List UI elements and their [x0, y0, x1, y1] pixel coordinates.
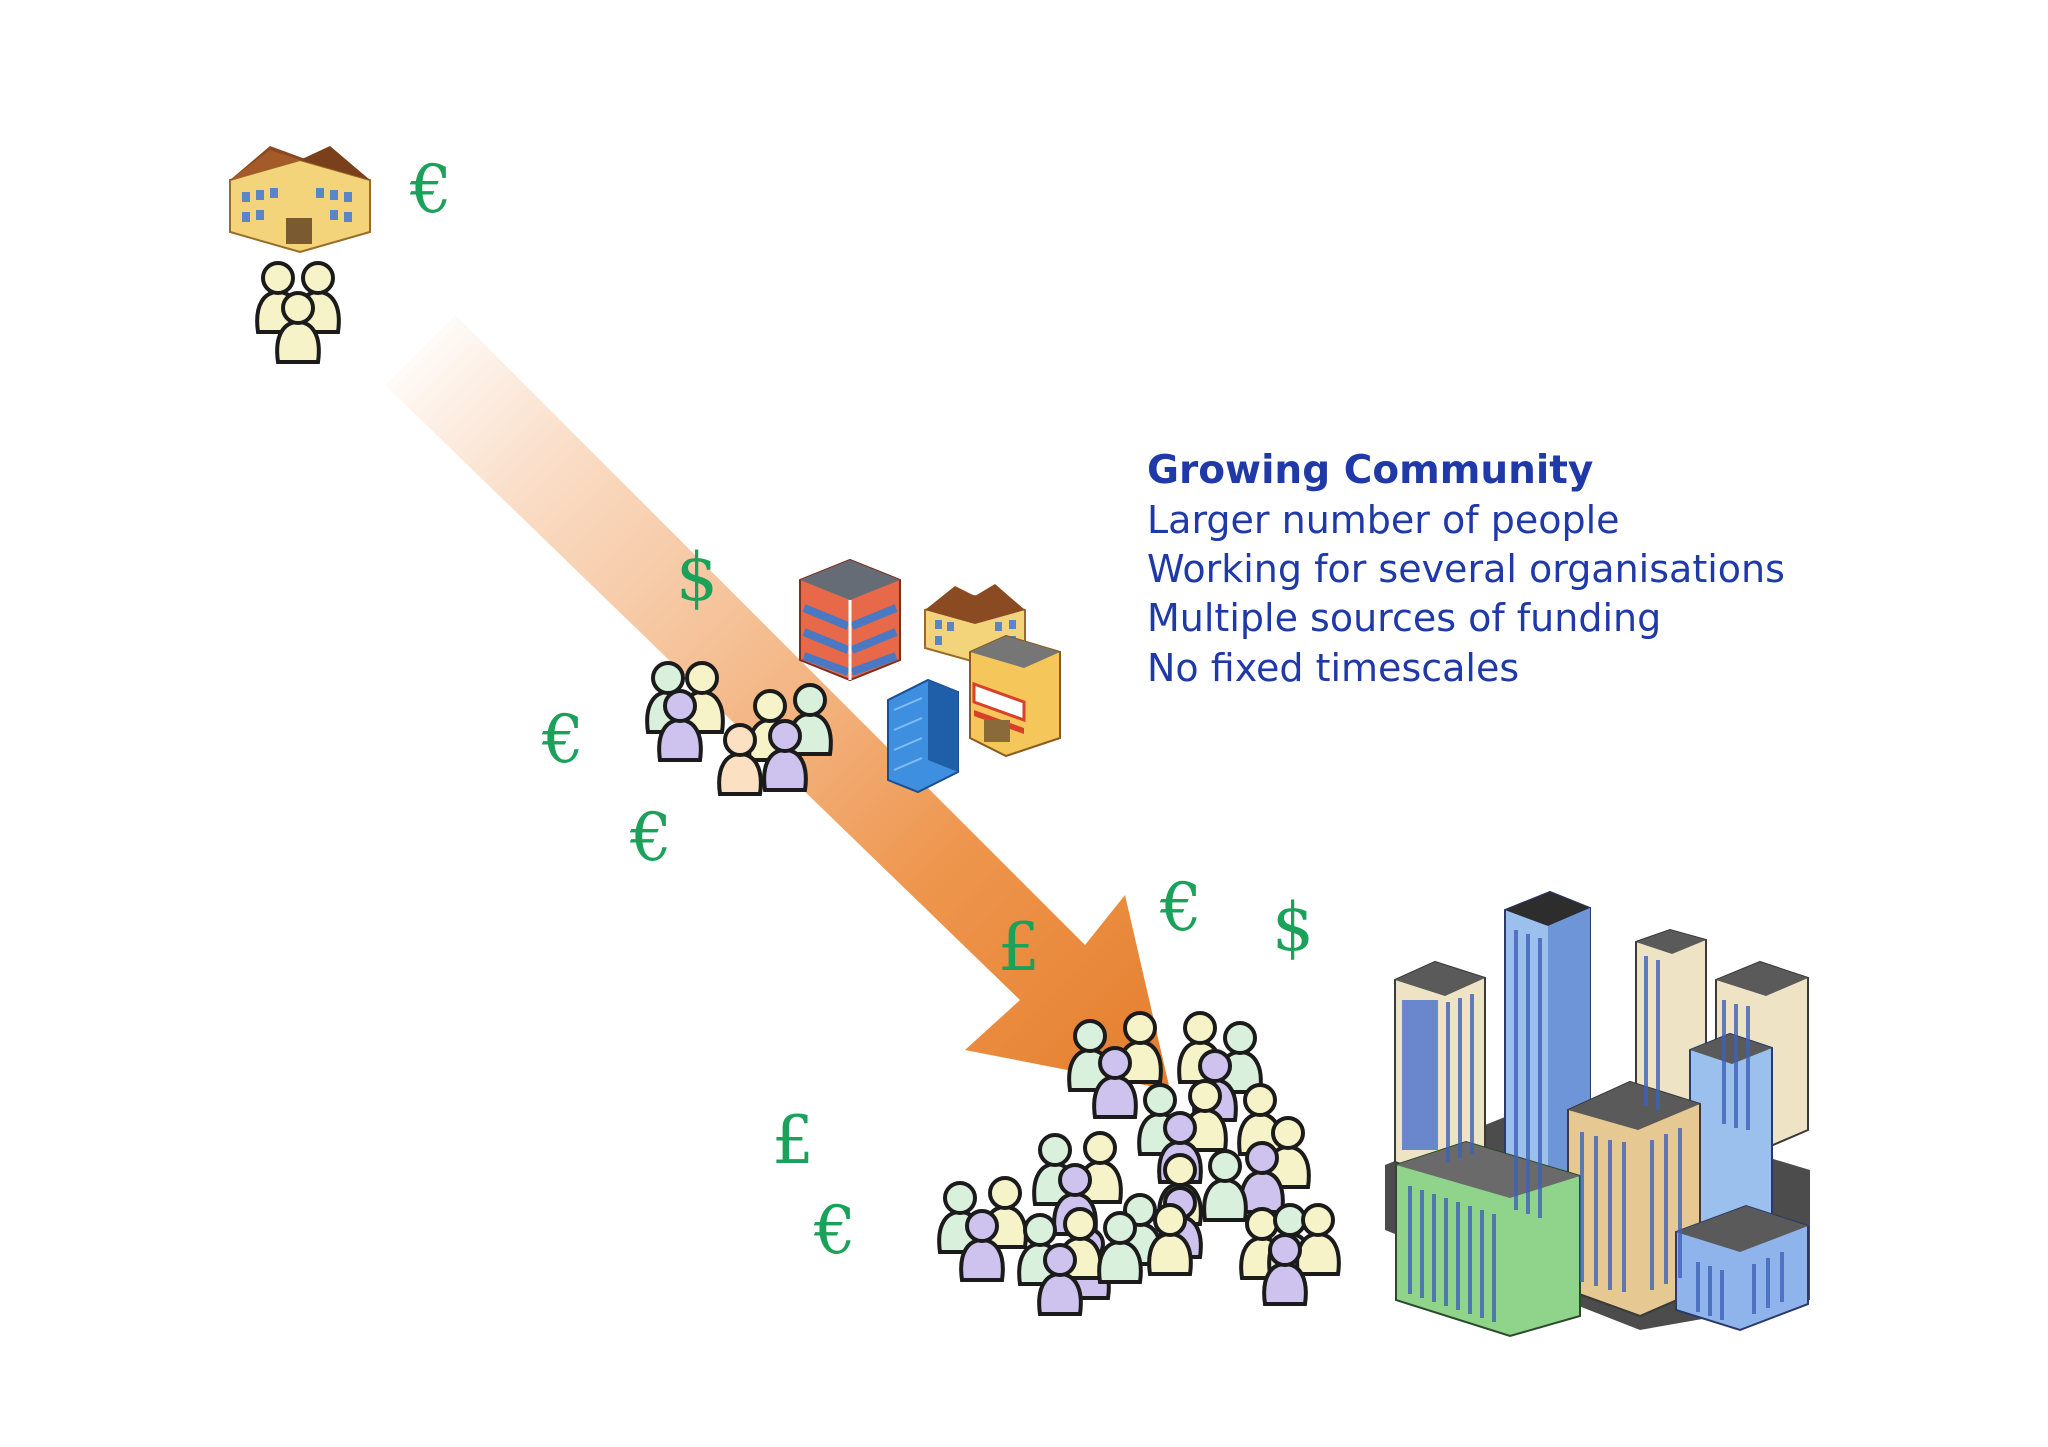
euro-icon: € — [814, 1192, 856, 1269]
people-crowd-icon — [937, 1011, 1341, 1316]
panel-line-2: Working for several organisations — [1147, 547, 1785, 591]
panel-line-4: No fixed timescales — [1147, 646, 1520, 690]
dollar-icon: $ — [676, 539, 718, 616]
city-skyline-icon — [1385, 890, 1810, 1338]
panel-line-1: Larger number of people — [1147, 498, 1620, 542]
euro-icon: € — [630, 799, 672, 876]
pound-icon: £ — [772, 1102, 814, 1179]
small-office-building-icon — [229, 146, 371, 254]
small-people-group-icon — [255, 261, 341, 364]
pound-icon: £ — [998, 909, 1040, 986]
shop-building-icon — [969, 634, 1061, 758]
euro-icon: € — [1160, 869, 1202, 946]
euro-icon: € — [542, 701, 584, 778]
hospital-building-icon — [799, 558, 901, 682]
panel-line-3: Multiple sources of funding — [1147, 596, 1662, 640]
panel-heading: Growing Community — [1147, 448, 1594, 493]
euro-icon: € — [410, 151, 452, 228]
dollar-icon: $ — [1272, 889, 1314, 966]
glass-tower-icon — [887, 678, 959, 794]
